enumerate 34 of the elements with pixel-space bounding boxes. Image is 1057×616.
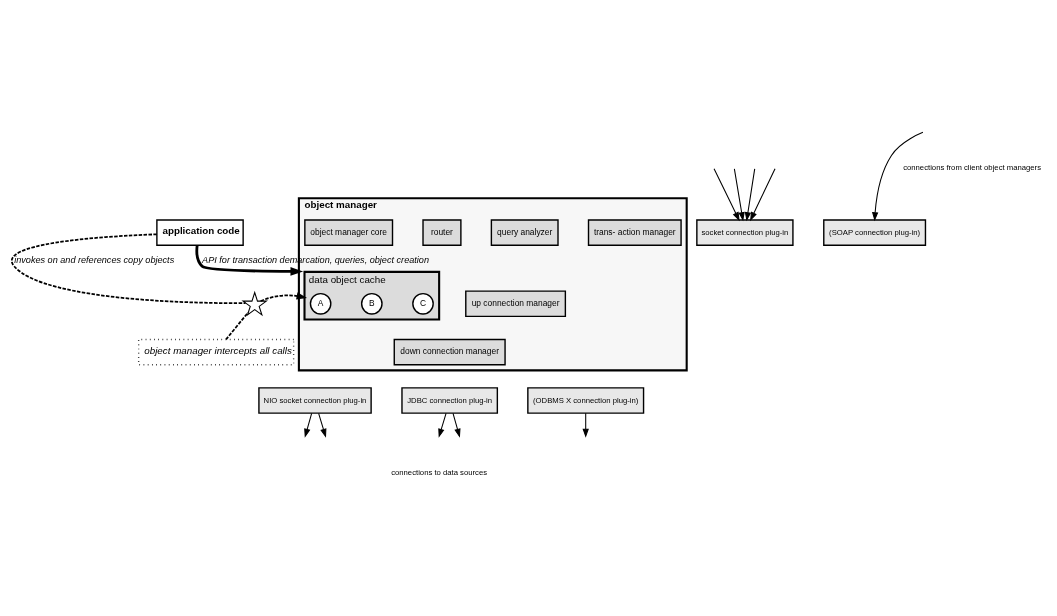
- node-box: trans- action manager: [587, 218, 682, 246]
- arrow: [452, 412, 461, 438]
- arrow: [195, 244, 304, 276]
- label: connections to data sources: [391, 467, 488, 477]
- arrow: [582, 412, 589, 438]
- node-box: object manager intercepts all calls: [137, 338, 295, 365]
- node-box: router: [422, 218, 462, 246]
- node-box: (SOAP connection plug-in): [823, 218, 927, 246]
- node-circle: B: [360, 292, 383, 315]
- node-box: application code: [156, 218, 244, 246]
- node-box: (ODBMS X connection plug-in): [527, 386, 645, 414]
- label: connections from client object managers: [903, 162, 1042, 172]
- arrow: [304, 412, 313, 438]
- arrow: [713, 167, 745, 221]
- edge-label: invokes on and references copy objects: [14, 254, 175, 265]
- node-box: object manager core: [304, 218, 394, 246]
- arrow: [744, 167, 776, 221]
- arrow: [438, 412, 447, 438]
- node-box: query analyzer: [490, 218, 559, 246]
- node-box: up connection manager: [465, 289, 567, 317]
- arrow: [744, 167, 757, 221]
- arrow: [318, 412, 327, 438]
- arrow: [871, 131, 924, 221]
- node-box: NIO socket connection plug-in: [258, 386, 372, 414]
- connector: [225, 311, 250, 340]
- node-star: [241, 290, 268, 316]
- node-circle: C: [412, 292, 434, 315]
- arrow: [732, 167, 745, 221]
- connector: [10, 232, 247, 304]
- arrow: [259, 291, 308, 302]
- node-box: JDBC connection plug-in: [401, 386, 499, 414]
- node-circle: A: [309, 292, 332, 315]
- node-box: socket connection plug-in: [696, 218, 794, 246]
- node-box: down connection manager: [393, 338, 506, 365]
